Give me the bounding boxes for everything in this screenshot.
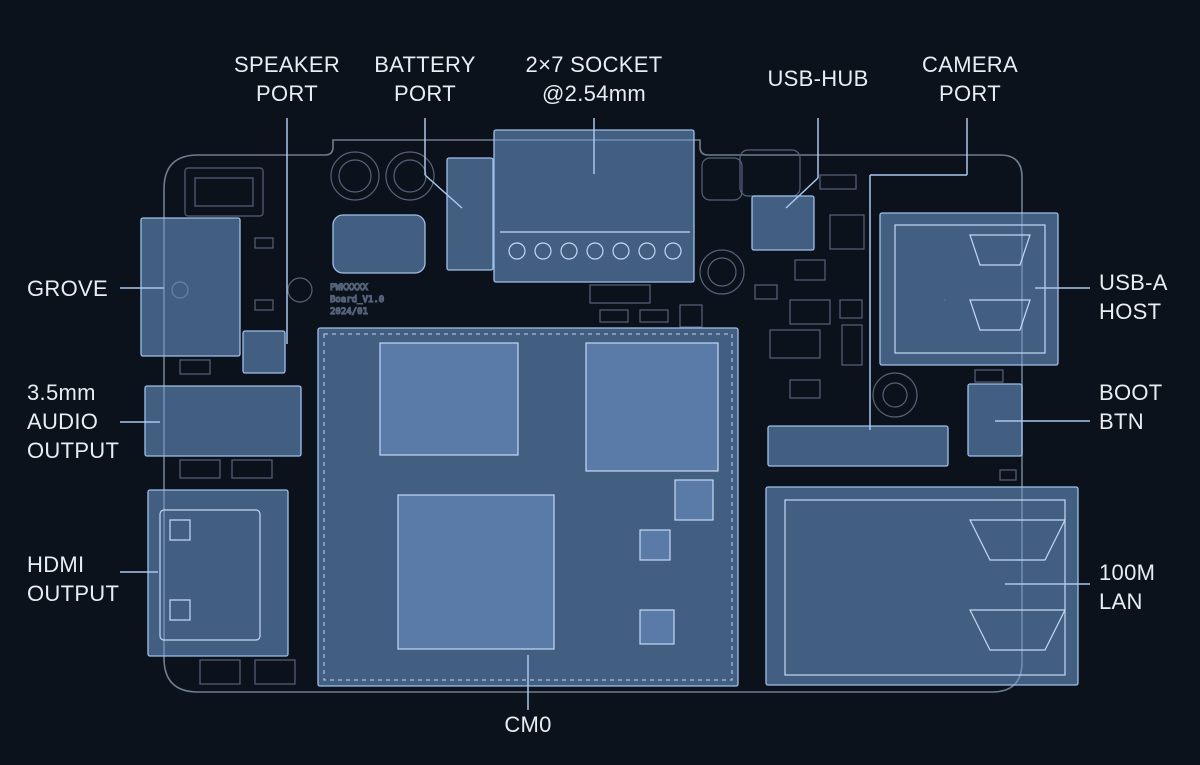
battery-cap-highlight	[332, 214, 426, 274]
board-outline	[163, 139, 1023, 693]
label-lan: 100M LAN	[1099, 560, 1156, 614]
label-speaker-port: SPEAKER PORT	[233, 52, 341, 106]
svg-text:PWKXXXX: PWKXXXX	[330, 283, 369, 293]
label-socket: 2×7 SOCKET @2.54mm	[525, 52, 663, 106]
svg-text:2024/01: 2024/01	[330, 307, 368, 317]
grove-highlight	[140, 217, 241, 357]
svg-text:Board_V1.0: Board_V1.0	[330, 295, 384, 305]
label-grove: GROVE	[27, 276, 108, 301]
audio-highlight	[144, 385, 302, 457]
usb-a-shell	[894, 224, 1046, 354]
label-camera-port: CAMERA PORT	[922, 52, 1018, 106]
socket-pins	[500, 231, 690, 260]
usb-a-highlight	[879, 212, 1059, 366]
speaker-port-highlight	[242, 330, 286, 374]
hdmi-highlight	[147, 489, 289, 657]
label-cm0: CM0	[504, 712, 552, 737]
label-usb-hub: USB-HUB	[767, 66, 869, 91]
label-usb-a-host: USB-A HOST	[1099, 270, 1168, 324]
hdmi-shell	[159, 509, 261, 641]
label-audio-output: 3.5mm AUDIO OUTPUT	[27, 380, 120, 463]
leader-lines	[120, 118, 1090, 710]
boot-btn-highlight	[967, 383, 1023, 457]
cm0-chips	[379, 342, 719, 650]
usb-hub-highlight	[751, 195, 815, 251]
label-hdmi-output: HDMI OUTPUT	[27, 552, 120, 606]
label-battery-port: BATTERY PORT	[374, 52, 476, 106]
board-silkscreen: PWKXXXX Board_V1.0 2024/01	[171, 149, 1017, 685]
lan-highlight	[765, 486, 1079, 686]
cm0-pads	[323, 333, 733, 681]
label-boot-btn: BOOT BTN	[1099, 380, 1163, 434]
lan-shell	[784, 499, 1066, 676]
battery-port-highlight	[446, 157, 494, 271]
camera-port-highlight	[767, 425, 949, 467]
